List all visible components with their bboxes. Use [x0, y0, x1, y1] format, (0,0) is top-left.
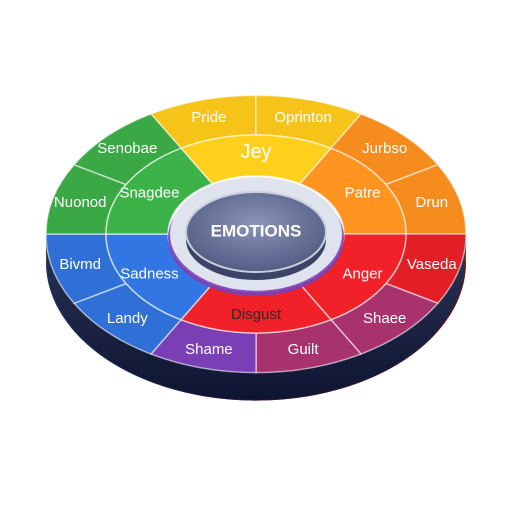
outer-segment-label: Shame: [185, 341, 233, 358]
disc-side-wall: [46, 234, 466, 401]
center-hub: EMOTIONS: [168, 177, 344, 297]
middle-segment: [105, 147, 214, 235]
hub-face: [185, 191, 327, 273]
outer-segment-label: Jurbso: [362, 140, 407, 157]
middle-segment-label: Anger: [343, 266, 383, 283]
outer-segment-label: Landy: [107, 310, 148, 327]
wheel-base: [46, 123, 467, 401]
middle-segment-label: Patre: [345, 184, 381, 201]
outer-segment-label: Drun: [416, 194, 449, 211]
outer-segment-label: Vaseda: [407, 256, 457, 273]
outer-ring: [45, 94, 467, 374]
middle-segment-label: Disgust: [231, 306, 282, 323]
outer-segment-label: Nuonod: [54, 194, 107, 211]
center-label: EMOTIONS: [211, 221, 302, 240]
outer-segment-label: Pride: [191, 109, 226, 126]
outer-segment-label: Oprinton: [274, 109, 332, 126]
middle-segment-label: Snagdee: [119, 184, 179, 201]
middle-ring: [105, 134, 407, 334]
outer-segment-label: Guilt: [288, 341, 320, 358]
outer-segment-label: Bivmd: [59, 256, 101, 273]
outer-segment-label: Shaee: [363, 310, 406, 327]
outer-segment-label: Senobae: [97, 140, 157, 157]
middle-segment-label: Jey: [240, 141, 271, 163]
middle-segment-label: Sadness: [120, 266, 178, 283]
